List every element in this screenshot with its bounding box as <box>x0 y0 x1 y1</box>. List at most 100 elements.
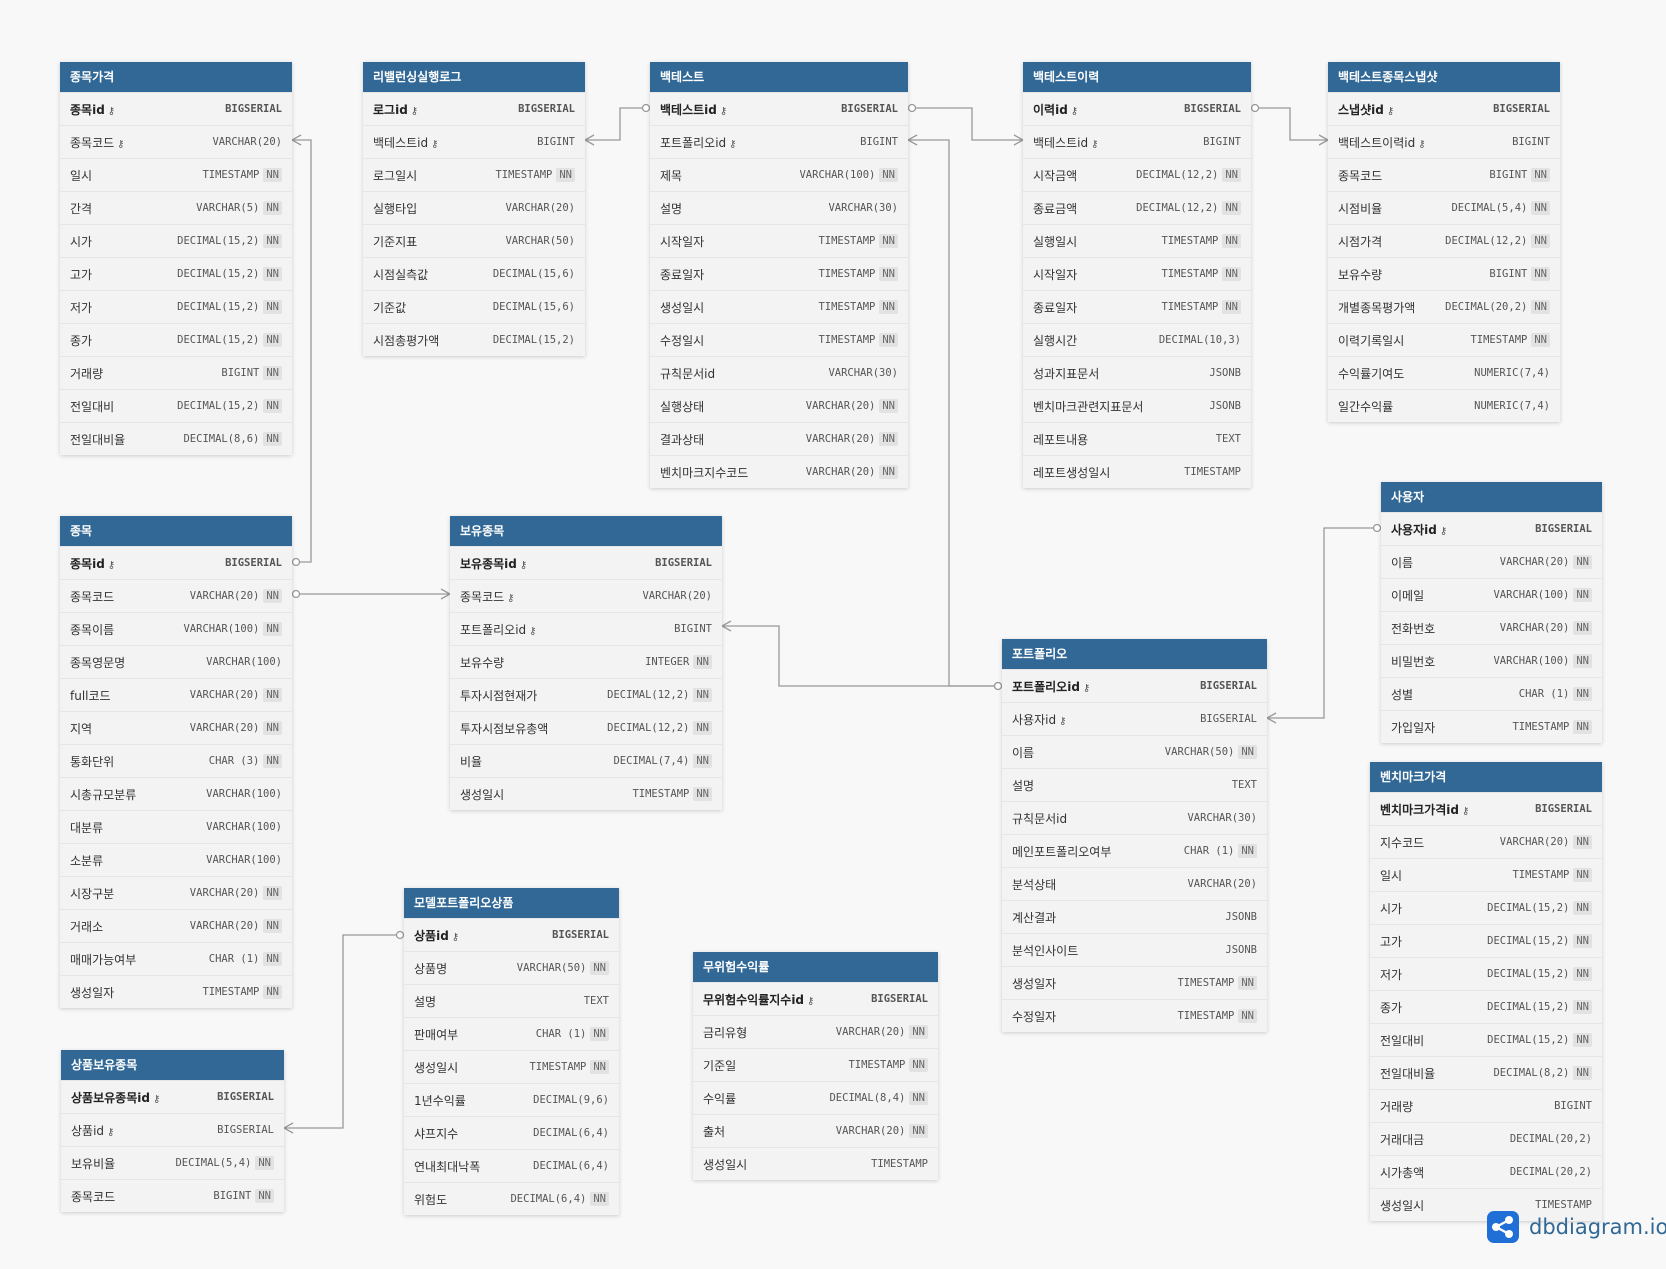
table-field-row[interactable]: 위험도⚷DECIMAL(6,4)NN <box>404 1182 619 1215</box>
table-field-row[interactable]: 거래소⚷VARCHAR(20)NN <box>60 909 292 942</box>
table-header[interactable]: 종목가격 <box>60 62 292 92</box>
table-field-row[interactable]: 설명⚷VARCHAR(30) <box>650 191 908 224</box>
table-field-row[interactable]: 전화번호⚷VARCHAR(20)NN <box>1381 611 1602 644</box>
table-risk_free[interactable]: 무위험수익률무위험수익률지수id⚷BIGSERIAL금리유형⚷VARCHAR(2… <box>693 952 938 1180</box>
table-field-row[interactable]: 시가총액⚷DECIMAL(20,2) <box>1370 1155 1602 1188</box>
table-field-row[interactable]: 로그id⚷BIGSERIAL <box>363 92 585 125</box>
table-field-row[interactable]: 지역⚷VARCHAR(20)NN <box>60 711 292 744</box>
table-field-row[interactable]: 시작금액⚷DECIMAL(12,2)NN <box>1023 158 1251 191</box>
table-field-row[interactable]: 수익률기여도⚷NUMERIC(7,4) <box>1328 356 1560 389</box>
table-field-row[interactable]: 제목⚷VARCHAR(100)NN <box>650 158 908 191</box>
table-field-row[interactable]: 저가⚷DECIMAL(15,2)NN <box>60 290 292 323</box>
table-header[interactable]: 벤치마크가격 <box>1370 762 1602 792</box>
table-field-row[interactable]: 백테스트이력id⚷BIGINT <box>1328 125 1560 158</box>
table-field-row[interactable]: 시가⚷DECIMAL(15,2)NN <box>60 224 292 257</box>
table-field-row[interactable]: 종목영문명⚷VARCHAR(100) <box>60 645 292 678</box>
table-field-row[interactable]: 상품id⚷BIGSERIAL <box>404 918 619 951</box>
table-benchmark_price[interactable]: 벤치마크가격벤치마크가격id⚷BIGSERIAL지수코드⚷VARCHAR(20)… <box>1370 762 1602 1221</box>
table-model_product[interactable]: 모델포트폴리오상품상품id⚷BIGSERIAL상품명⚷VARCHAR(50)NN… <box>404 888 619 1215</box>
table-field-row[interactable]: 레포트생성일시⚷TIMESTAMP <box>1023 455 1251 488</box>
table-field-row[interactable]: 상품id⚷BIGSERIAL <box>61 1113 284 1146</box>
table-field-row[interactable]: 포트폴리오id⚷BIGINT <box>650 125 908 158</box>
table-field-row[interactable]: 지수코드⚷VARCHAR(20)NN <box>1370 825 1602 858</box>
table-header[interactable]: 백테스트 <box>650 62 908 92</box>
table-field-row[interactable]: 수익률⚷DECIMAL(8,4)NN <box>693 1081 938 1114</box>
table-field-row[interactable]: 1년수익률⚷DECIMAL(9,6) <box>404 1083 619 1116</box>
table-header[interactable]: 모델포트폴리오상품 <box>404 888 619 918</box>
table-field-row[interactable]: 거래량⚷BIGINT <box>1370 1089 1602 1122</box>
table-user[interactable]: 사용자사용자id⚷BIGSERIAL이름⚷VARCHAR(20)NN이메일⚷VA… <box>1381 482 1602 743</box>
table-field-row[interactable]: 기준지표⚷VARCHAR(50) <box>363 224 585 257</box>
table-field-row[interactable]: 백테스트id⚷BIGSERIAL <box>650 92 908 125</box>
table-field-row[interactable]: 시총규모분류⚷VARCHAR(100) <box>60 777 292 810</box>
table-header[interactable]: 종목 <box>60 516 292 546</box>
table-field-row[interactable]: 이름⚷VARCHAR(20)NN <box>1381 545 1602 578</box>
table-field-row[interactable]: 샤프지수⚷DECIMAL(6,4) <box>404 1116 619 1149</box>
table-field-row[interactable]: 생성일시⚷TIMESTAMP <box>693 1147 938 1180</box>
table-field-row[interactable]: 벤치마크가격id⚷BIGSERIAL <box>1370 792 1602 825</box>
table-portfolio[interactable]: 포트폴리오포트폴리오id⚷BIGSERIAL사용자id⚷BIGSERIAL이름⚷… <box>1002 639 1267 1032</box>
table-field-row[interactable]: 종목코드⚷VARCHAR(20)NN <box>60 579 292 612</box>
table-field-row[interactable]: 결과상태⚷VARCHAR(20)NN <box>650 422 908 455</box>
table-field-row[interactable]: 상품명⚷VARCHAR(50)NN <box>404 951 619 984</box>
table-field-row[interactable]: 종목id⚷BIGSERIAL <box>60 546 292 579</box>
table-stock_price[interactable]: 종목가격종목id⚷BIGSERIAL종목코드⚷VARCHAR(20)일시⚷TIM… <box>60 62 292 455</box>
table-field-row[interactable]: 금리유형⚷VARCHAR(20)NN <box>693 1015 938 1048</box>
table-field-row[interactable]: 분석상태⚷VARCHAR(20) <box>1002 867 1267 900</box>
table-field-row[interactable]: 거래대금⚷DECIMAL(20,2) <box>1370 1122 1602 1155</box>
table-header[interactable]: 리밸런싱실행로그 <box>363 62 585 92</box>
table-field-row[interactable]: 대분류⚷VARCHAR(100) <box>60 810 292 843</box>
table-header[interactable]: 백테스트종목스냅샷 <box>1328 62 1560 92</box>
table-field-row[interactable]: 벤치마크지수코드⚷VARCHAR(20)NN <box>650 455 908 488</box>
table-field-row[interactable]: 백테스트id⚷BIGINT <box>1023 125 1251 158</box>
table-field-row[interactable]: 고가⚷DECIMAL(15,2)NN <box>1370 924 1602 957</box>
table-field-row[interactable]: 종가⚷DECIMAL(15,2)NN <box>60 323 292 356</box>
table-field-row[interactable]: 계산결과⚷JSONB <box>1002 900 1267 933</box>
table-field-row[interactable]: 무위험수익률지수id⚷BIGSERIAL <box>693 982 938 1015</box>
table-field-row[interactable]: 보유종목id⚷BIGSERIAL <box>450 546 722 579</box>
table-field-row[interactable]: 이름⚷VARCHAR(50)NN <box>1002 735 1267 768</box>
table-field-row[interactable]: 규칙문서id⚷VARCHAR(30) <box>650 356 908 389</box>
table-field-row[interactable]: 투자시점현재가⚷DECIMAL(12,2)NN <box>450 678 722 711</box>
table-field-row[interactable]: 포트폴리오id⚷BIGSERIAL <box>1002 669 1267 702</box>
table-field-row[interactable]: 간격⚷VARCHAR(5)NN <box>60 191 292 224</box>
table-field-row[interactable]: 이메일⚷VARCHAR(100)NN <box>1381 578 1602 611</box>
table-field-row[interactable]: 매매가능여부⚷CHAR (1)NN <box>60 942 292 975</box>
table-backtest[interactable]: 백테스트백테스트id⚷BIGSERIAL포트폴리오id⚷BIGINT제목⚷VAR… <box>650 62 908 488</box>
table-field-row[interactable]: 규칙문서id⚷VARCHAR(30) <box>1002 801 1267 834</box>
table-field-row[interactable]: 비율⚷DECIMAL(7,4)NN <box>450 744 722 777</box>
table-field-row[interactable]: 종목id⚷BIGSERIAL <box>60 92 292 125</box>
table-field-row[interactable]: 전일대비율⚷DECIMAL(8,6)NN <box>60 422 292 455</box>
table-field-row[interactable]: 실행타입⚷VARCHAR(20) <box>363 191 585 224</box>
table-field-row[interactable]: 실행상태⚷VARCHAR(20)NN <box>650 389 908 422</box>
table-field-row[interactable]: 설명⚷TEXT <box>1002 768 1267 801</box>
table-field-row[interactable]: 종목코드⚷VARCHAR(20) <box>60 125 292 158</box>
table-field-row[interactable]: 기준값⚷DECIMAL(15,6) <box>363 290 585 323</box>
table-field-row[interactable]: 벤치마크관련지표문서⚷JSONB <box>1023 389 1251 422</box>
table-field-row[interactable]: 포트폴리오id⚷BIGINT <box>450 612 722 645</box>
table-field-row[interactable]: 개별종목평가액⚷DECIMAL(20,2)NN <box>1328 290 1560 323</box>
table-field-row[interactable]: 비밀번호⚷VARCHAR(100)NN <box>1381 644 1602 677</box>
table-field-row[interactable]: 시점실측값⚷DECIMAL(15,6) <box>363 257 585 290</box>
table-header[interactable]: 포트폴리오 <box>1002 639 1267 669</box>
table-field-row[interactable]: 고가⚷DECIMAL(15,2)NN <box>60 257 292 290</box>
table-field-row[interactable]: 시장구분⚷VARCHAR(20)NN <box>60 876 292 909</box>
